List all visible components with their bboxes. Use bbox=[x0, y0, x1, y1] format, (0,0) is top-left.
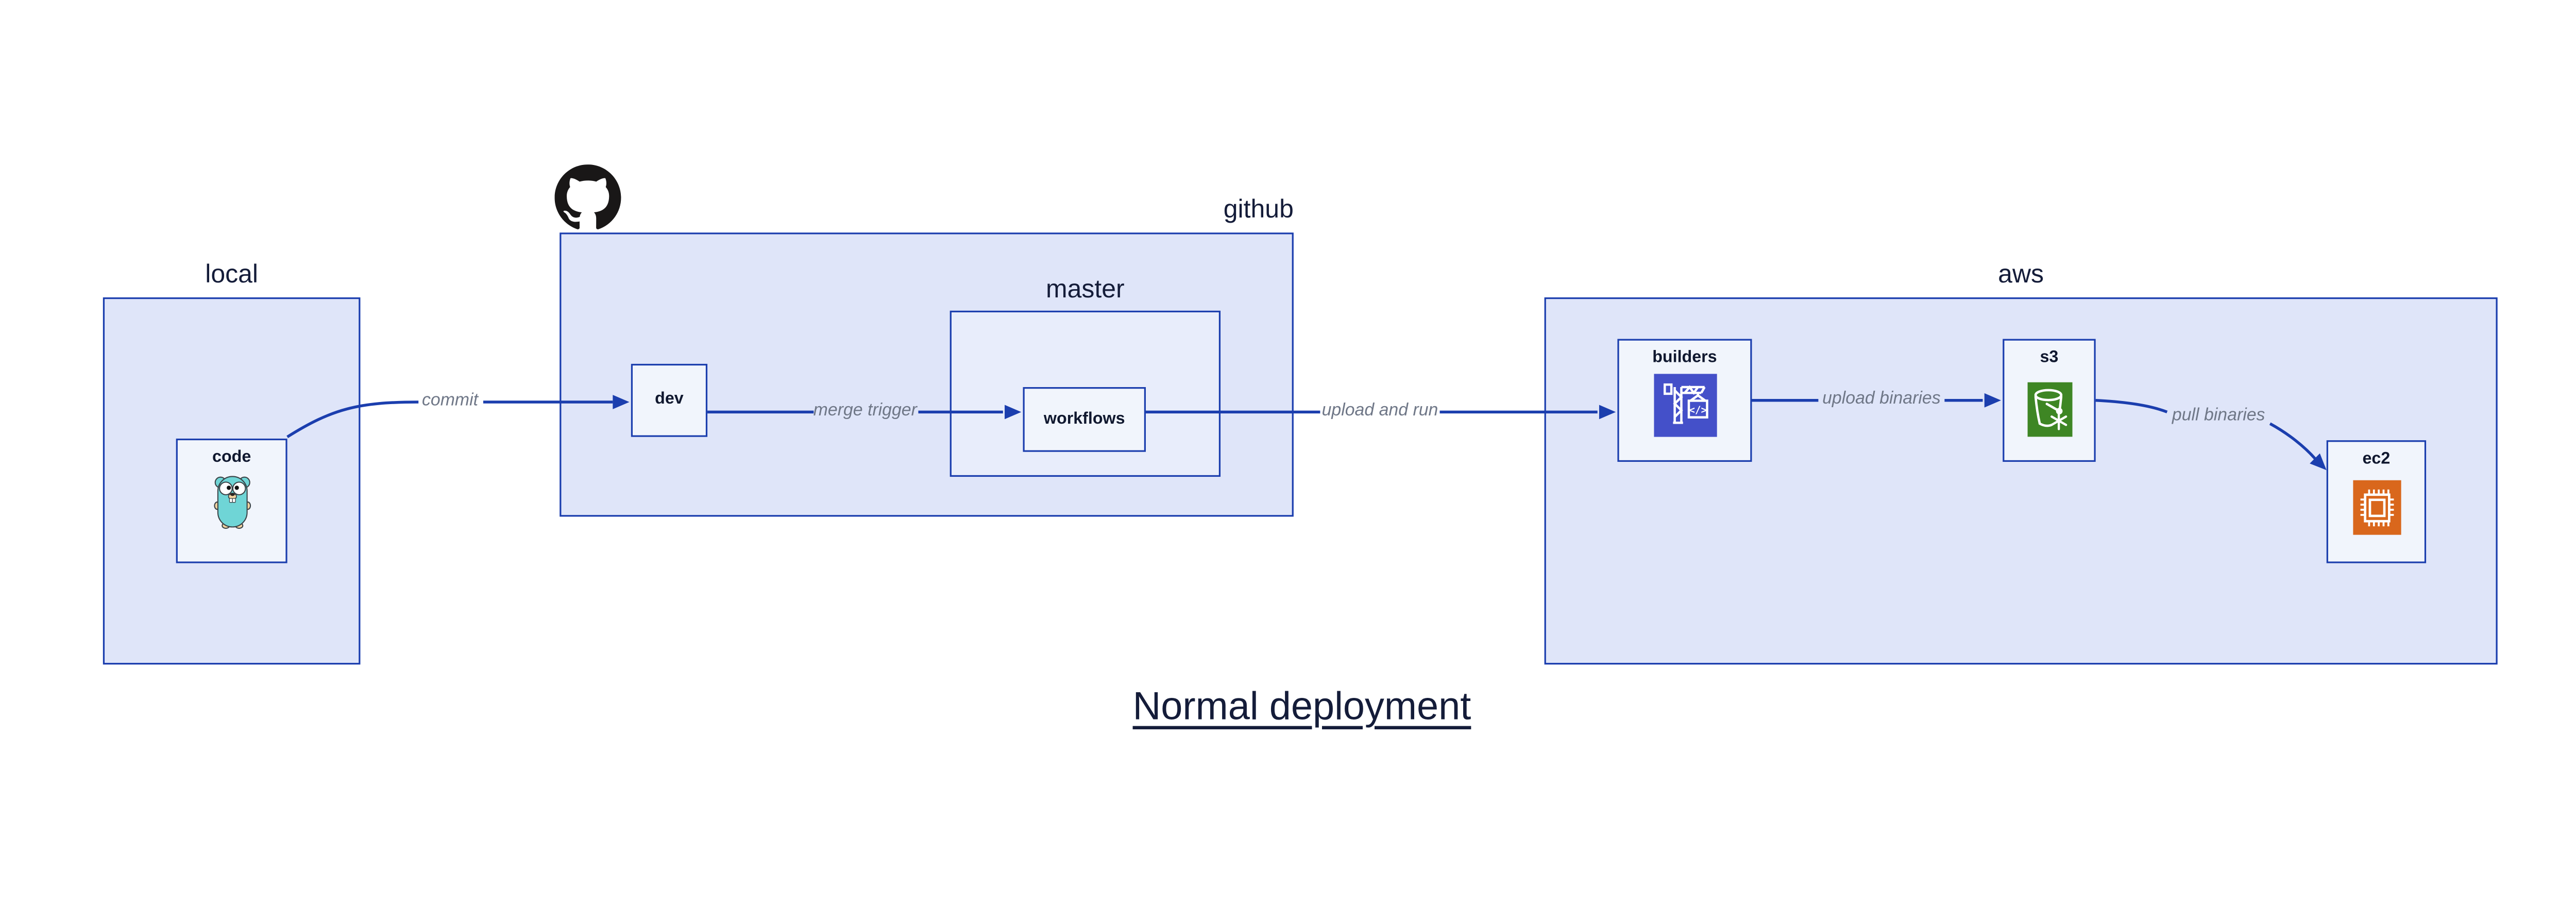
node-workflows-label: workflows bbox=[1043, 409, 1125, 428]
node-s3: s3 bbox=[2003, 339, 2096, 462]
node-dev: dev bbox=[631, 363, 708, 437]
aws-s3-glacier-icon bbox=[2027, 382, 2073, 437]
github-octocat-icon bbox=[554, 164, 621, 229]
node-builders-label: builders bbox=[1652, 348, 1717, 368]
pull-binaries-edge-label: pull binaries bbox=[2172, 405, 2265, 426]
upload-and-run-edge-label: upload and run bbox=[1321, 400, 1438, 421]
local-container-label: local bbox=[205, 261, 259, 289]
merge-trigger-edge-label: merge trigger bbox=[813, 400, 917, 421]
node-dev-label: dev bbox=[655, 390, 684, 409]
upload-binaries-edge-label: upload binaries bbox=[1822, 389, 1941, 409]
go-gopher-icon bbox=[214, 476, 251, 529]
node-code: code bbox=[176, 438, 287, 563]
node-ec2-label: ec2 bbox=[2362, 450, 2391, 469]
diagram-title: Normal deployment bbox=[1132, 684, 1471, 728]
node-s3-label: s3 bbox=[2040, 348, 2059, 368]
node-code-label: code bbox=[212, 448, 251, 467]
aws-container-label: aws bbox=[1998, 261, 2044, 289]
commit-edge-label: commit bbox=[421, 390, 479, 411]
svg-text:</>: </> bbox=[1689, 404, 1707, 416]
aws-ec2-icon bbox=[2353, 480, 2401, 535]
github-container-label: github bbox=[1223, 196, 1294, 225]
master-container-label: master bbox=[1046, 276, 1125, 304]
node-workflows: workflows bbox=[1023, 387, 1146, 452]
aws-codebuild-icon: </> bbox=[1654, 374, 1717, 437]
node-ec2: ec2 bbox=[2326, 440, 2427, 563]
node-builders: builders </> bbox=[1617, 339, 1752, 462]
